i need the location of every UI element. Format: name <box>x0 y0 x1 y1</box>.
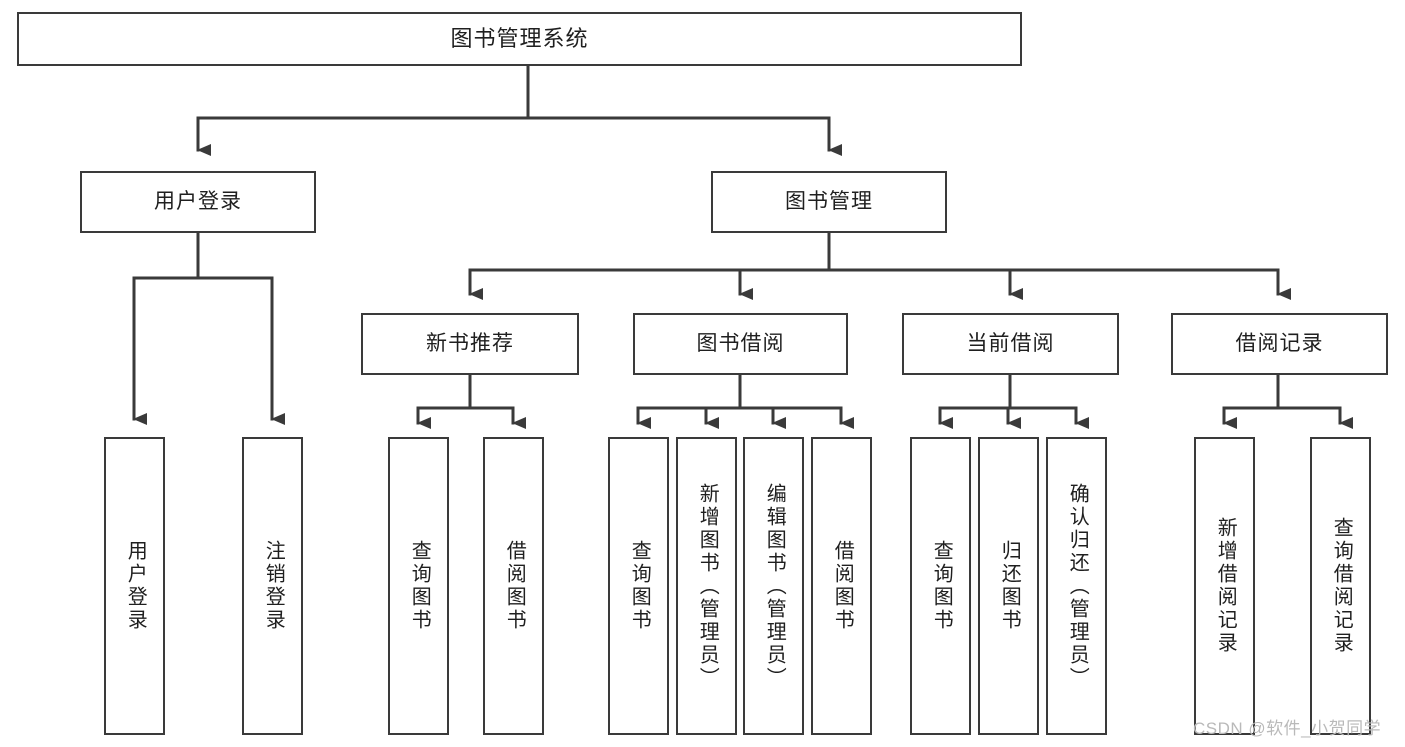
node-leaf-user-login[interactable]: 用户登录 <box>104 437 165 735</box>
node-leaf-edit-book-label: 编辑图书（管理员） <box>763 482 786 690</box>
node-leaf-borrow-book-1-label: 借阅图书 <box>503 540 526 632</box>
node-leaf-return-book-label: 归还图书 <box>998 540 1021 632</box>
node-leaf-query-book-1[interactable]: 查询图书 <box>388 437 449 735</box>
node-leaf-add-book-label: 新增图书（管理员） <box>696 482 719 690</box>
node-new-book-rec[interactable]: 新书推荐 <box>361 313 579 375</box>
node-leaf-query-book-3[interactable]: 查询图书 <box>910 437 971 735</box>
node-leaf-logout-label: 注销登录 <box>262 540 285 632</box>
node-leaf-edit-book[interactable]: 编辑图书（管理员） <box>743 437 804 735</box>
node-leaf-return-book[interactable]: 归还图书 <box>978 437 1039 735</box>
node-leaf-add-record-label: 新增借阅记录 <box>1214 517 1237 655</box>
node-leaf-borrow-book-2-label: 借阅图书 <box>831 540 854 632</box>
node-leaf-query-book-3-label: 查询图书 <box>930 540 953 632</box>
node-user-login-label: 用户登录 <box>154 189 242 213</box>
node-leaf-query-book-1-label: 查询图书 <box>408 540 431 632</box>
node-book-manage[interactable]: 图书管理 <box>711 171 947 233</box>
node-new-book-rec-label: 新书推荐 <box>426 331 514 355</box>
node-leaf-borrow-book-1[interactable]: 借阅图书 <box>483 437 544 735</box>
node-book-borrow-label: 图书借阅 <box>696 331 785 355</box>
node-borrow-record[interactable]: 借阅记录 <box>1171 313 1388 375</box>
node-leaf-add-record[interactable]: 新增借阅记录 <box>1194 437 1255 735</box>
node-borrow-record-label: 借阅记录 <box>1235 331 1324 355</box>
node-leaf-query-record-label: 查询借阅记录 <box>1330 517 1353 655</box>
node-leaf-logout[interactable]: 注销登录 <box>242 437 303 735</box>
node-leaf-query-book-2-label: 查询图书 <box>628 540 651 632</box>
node-leaf-confirm-return-label: 确认归还（管理员） <box>1066 482 1089 690</box>
node-leaf-user-login-label: 用户登录 <box>124 540 147 632</box>
node-user-login[interactable]: 用户登录 <box>80 171 316 233</box>
node-book-manage-label: 图书管理 <box>785 189 873 213</box>
node-leaf-borrow-book-2[interactable]: 借阅图书 <box>811 437 872 735</box>
node-current-borrow-label: 当前借阅 <box>966 331 1055 355</box>
node-root[interactable]: 图书管理系统 <box>17 12 1022 66</box>
node-leaf-query-book-2[interactable]: 查询图书 <box>608 437 669 735</box>
node-leaf-add-book[interactable]: 新增图书（管理员） <box>676 437 737 735</box>
node-current-borrow[interactable]: 当前借阅 <box>902 313 1119 375</box>
node-leaf-confirm-return[interactable]: 确认归还（管理员） <box>1046 437 1107 735</box>
node-book-borrow[interactable]: 图书借阅 <box>633 313 848 375</box>
node-leaf-query-record[interactable]: 查询借阅记录 <box>1310 437 1371 735</box>
node-root-label: 图书管理系统 <box>450 26 589 52</box>
